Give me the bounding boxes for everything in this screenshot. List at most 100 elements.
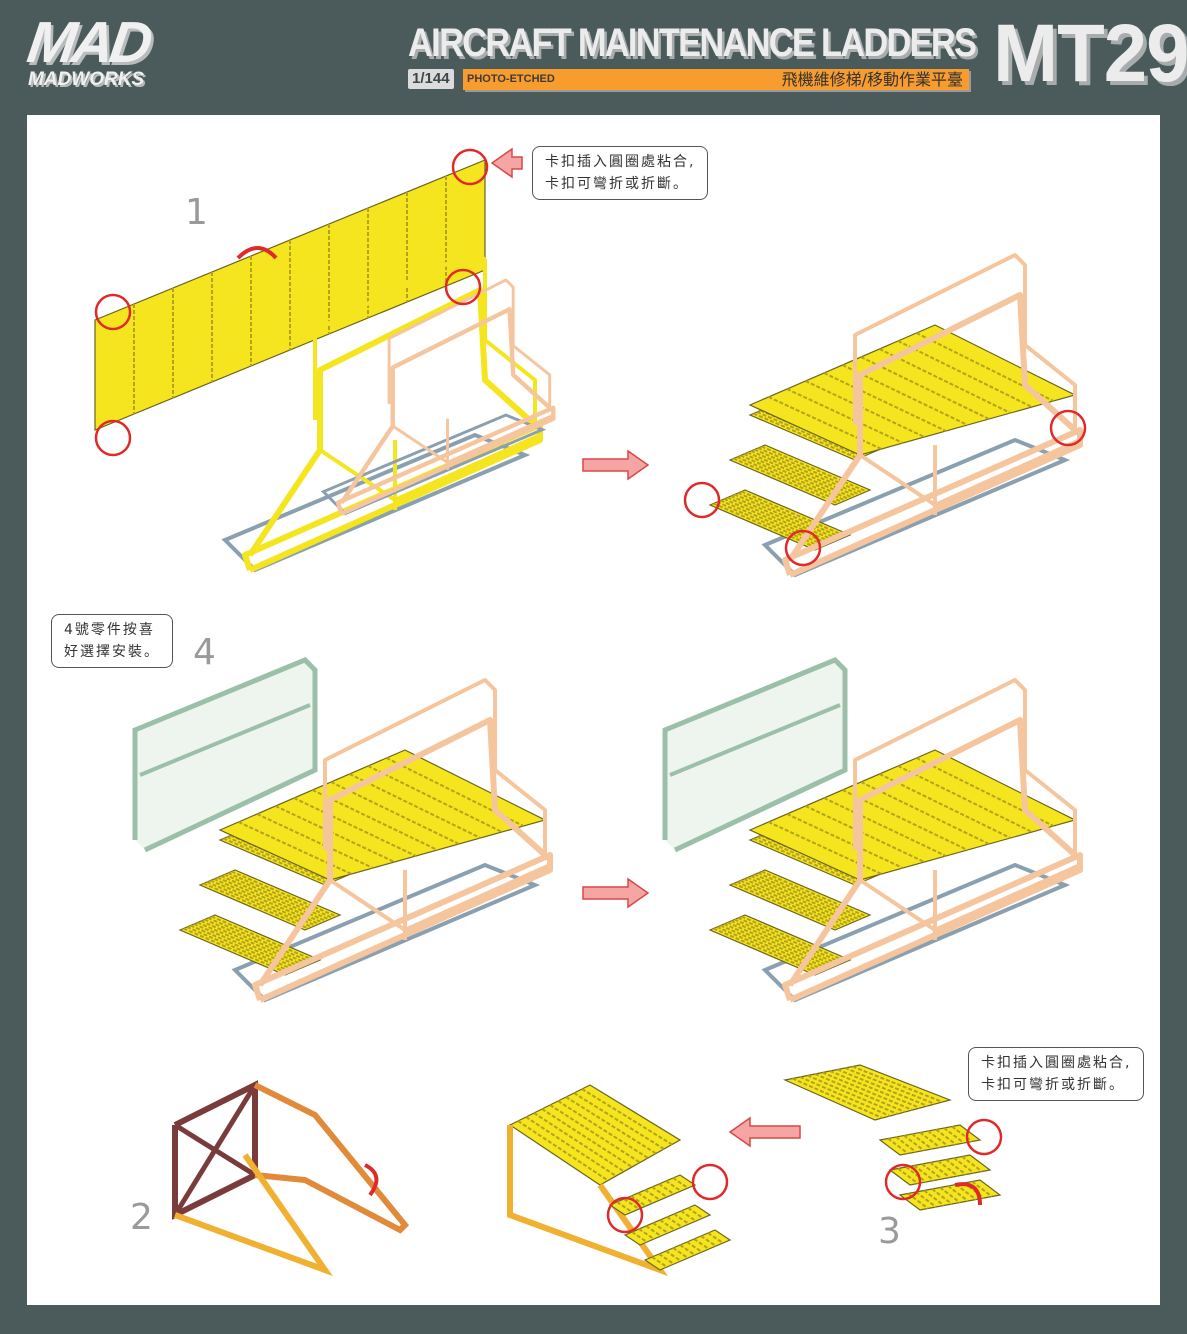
grating-slot	[927, 1130, 949, 1147]
grating-slot	[193, 923, 300, 970]
optional-railing-part4	[662, 657, 848, 853]
subtitle-zh: 飛機維修梯/移動作業平臺	[781, 70, 963, 89]
frame-side	[247, 287, 538, 557]
glue-point-marker	[884, 1163, 922, 1201]
frame-side	[339, 307, 552, 504]
grating-slot	[275, 805, 395, 863]
grating-slot	[651, 1186, 668, 1198]
grating-slot	[947, 1185, 969, 1202]
grating-slot	[680, 1210, 697, 1222]
glue-point-marker	[94, 293, 132, 331]
grating-slot	[197, 921, 303, 969]
grating-slot	[822, 1071, 913, 1111]
grating-slot	[700, 1235, 717, 1247]
grating-slot	[740, 454, 846, 502]
grating-slot	[953, 1157, 975, 1174]
grating-slot	[743, 878, 850, 925]
scale-badge: 1/144	[408, 69, 454, 89]
handrail	[387, 278, 552, 412]
grating-slot	[799, 1076, 891, 1117]
grating-slot	[713, 927, 819, 975]
grating-slot	[951, 1125, 973, 1143]
grating-slot	[637, 1192, 654, 1204]
grating-slot	[672, 1247, 689, 1259]
grating-slot	[349, 773, 481, 839]
grating-slot	[907, 1192, 929, 1210]
side-frame	[253, 1082, 410, 1234]
grating-slot	[750, 875, 857, 922]
grating-slot	[727, 496, 833, 544]
ladder-with-railing-step4	[132, 657, 553, 1003]
callout-part4-optional: 4號零件按喜 好選擇安裝。	[51, 614, 173, 668]
optional-railing-part4	[132, 657, 318, 853]
railing-bar	[669, 703, 841, 777]
grating-slot	[716, 501, 823, 548]
grating-slot	[823, 372, 947, 432]
grating-slot	[733, 882, 839, 930]
base-frame	[761, 862, 1071, 1003]
grating-slot	[213, 878, 320, 925]
frame-side	[257, 717, 548, 987]
railing-bar	[139, 703, 311, 777]
grating-slot	[707, 1232, 724, 1244]
grating-slot	[913, 1164, 935, 1182]
logo-text: MADWORKS	[28, 69, 145, 90]
grating-slot	[879, 773, 1011, 839]
side-frame-front	[173, 1153, 333, 1277]
grating-slot	[750, 450, 857, 497]
grating-slot	[741, 915, 847, 963]
grating-slot	[631, 1231, 648, 1243]
grating-slot	[852, 1065, 943, 1103]
glue-point-marker	[94, 419, 132, 457]
ladder-with-railing-final	[662, 657, 1083, 1003]
grating-slot	[754, 873, 860, 921]
handrail	[323, 678, 547, 860]
glue-point-marker	[691, 1163, 729, 1201]
handrail	[853, 678, 1077, 860]
small-frame	[507, 1125, 668, 1277]
grating-slot	[929, 1161, 951, 1179]
type-label: PHOTO-ETCHED	[467, 73, 555, 85]
end-brace	[172, 1083, 258, 1217]
grating-slot	[679, 1244, 696, 1256]
next-arrow	[582, 449, 650, 481]
grating-slot	[905, 1166, 927, 1183]
grating-slot	[961, 1155, 983, 1173]
grating-slot	[737, 917, 844, 964]
frame-side	[787, 292, 1078, 562]
grating-slot	[753, 837, 859, 885]
grating-slot	[786, 388, 904, 444]
grating-slot	[939, 1186, 961, 1204]
step1-side-frame	[320, 278, 556, 516]
glue-point-marker	[784, 529, 822, 567]
frame-base	[782, 852, 1083, 1003]
grating-slot	[223, 837, 329, 885]
grating-slot	[734, 918, 840, 966]
grating-slot	[227, 872, 334, 919]
frame-base	[335, 405, 556, 516]
base-frame	[231, 862, 541, 1003]
grating-slot	[792, 1077, 883, 1119]
frame-side	[787, 717, 1078, 987]
grating-slot	[897, 1167, 919, 1185]
step2-frame-with-platform	[507, 1084, 732, 1277]
grating-slot	[915, 1191, 937, 1208]
grating-slot	[747, 451, 853, 499]
grating-slot	[879, 348, 1011, 414]
madworks-logo: MAD MADWORKS	[24, 10, 153, 90]
grating-slot	[943, 1127, 965, 1144]
grating-slot	[756, 836, 863, 883]
grating-slot	[666, 1216, 683, 1228]
grating-slot	[805, 805, 925, 863]
grating-slot	[672, 1177, 689, 1189]
grating-slot	[740, 879, 846, 927]
subtitle-bar: PHOTO-ETCHED 飛機維修梯/移動作業平臺	[463, 69, 969, 90]
grating-slot	[224, 873, 330, 921]
grating-slot	[897, 765, 1033, 833]
handrail	[313, 248, 537, 430]
grating-slot	[805, 380, 925, 438]
step3-platform-steps	[783, 1064, 1002, 1211]
grating-slot	[658, 1253, 675, 1265]
grating-slot	[623, 1198, 640, 1210]
grating-slot	[312, 789, 438, 851]
